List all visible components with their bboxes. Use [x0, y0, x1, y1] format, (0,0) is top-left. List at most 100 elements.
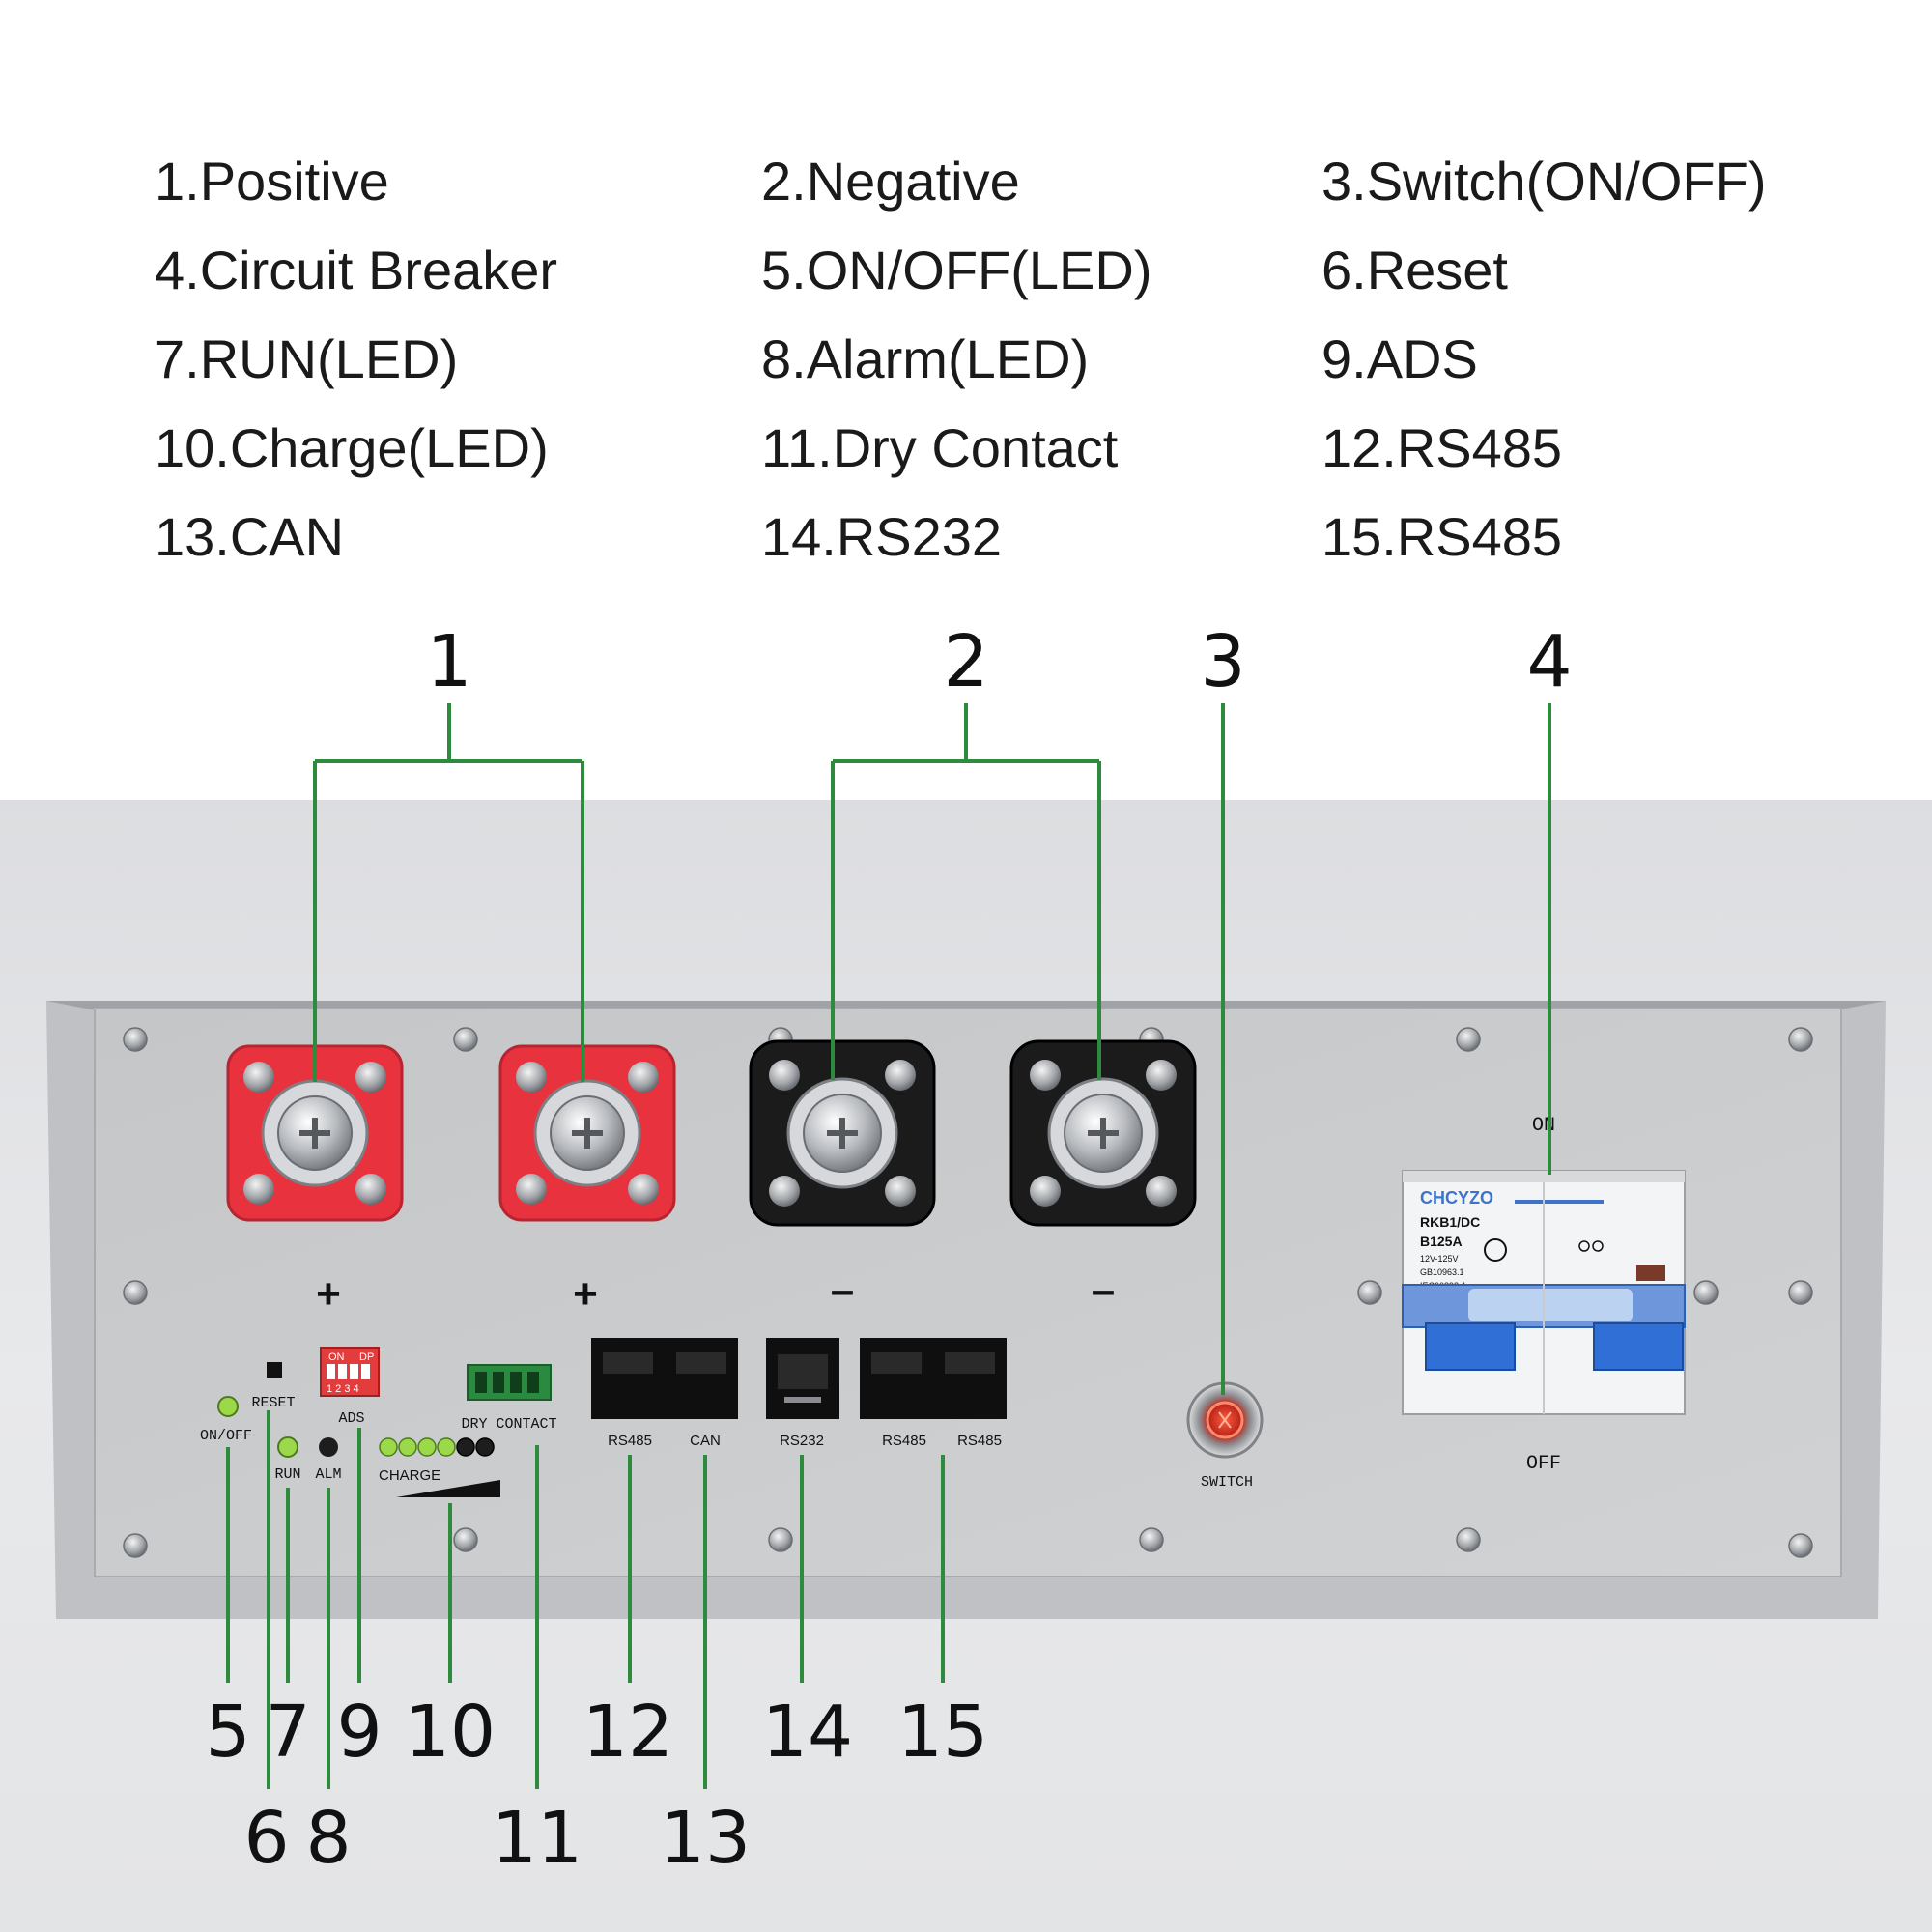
screw-icon	[769, 1176, 800, 1207]
callout-11: 11	[492, 1797, 582, 1880]
legend-item-rs485-2: 15.RS485	[1321, 506, 1563, 567]
legend-item-switch: 3.Switch(ON/OFF)	[1321, 151, 1767, 212]
reset-label: RESET	[251, 1395, 295, 1411]
legend-item-reset: 6.Reset	[1321, 240, 1508, 300]
charge-led	[437, 1437, 456, 1457]
breaker-brand: CHCYZO	[1420, 1188, 1493, 1208]
run-label: RUN	[274, 1466, 300, 1483]
run-led	[277, 1436, 298, 1458]
positive-terminal-2[interactable]	[498, 1044, 676, 1222]
panel-screw-icon	[1139, 1527, 1164, 1552]
polarity-plus-2: +	[573, 1270, 598, 1318]
charge-led	[417, 1437, 437, 1457]
legend-item-circuit-breaker: 4.Circuit Breaker	[155, 240, 558, 300]
port-rs485-b[interactable]	[860, 1338, 933, 1419]
on-off-led	[217, 1396, 239, 1417]
power-icon	[1218, 1411, 1232, 1429]
breaker-toggle-right[interactable]	[1593, 1322, 1684, 1371]
charge-ramp-icon	[396, 1480, 500, 1497]
callout-12: 12	[582, 1690, 673, 1774]
port-rs485-a[interactable]	[591, 1338, 665, 1419]
legend-item-run-led: 7.RUN(LED)	[155, 328, 459, 389]
port-rs485-c[interactable]	[933, 1338, 1007, 1419]
breaker-voltage: 12V-125V	[1420, 1254, 1459, 1264]
callout-3: 3	[1200, 620, 1245, 703]
screw-icon	[516, 1062, 547, 1093]
callout-15: 15	[897, 1690, 988, 1774]
charge-led	[379, 1437, 398, 1457]
polarity-minus-icon	[1592, 1240, 1604, 1252]
panel-screw-icon	[1693, 1280, 1719, 1305]
charge-label: CHARGE	[379, 1467, 440, 1484]
callout-1: 1	[426, 620, 471, 703]
panel-screw-icon	[123, 1280, 148, 1305]
dry-contact-label: DRY CONTACT	[461, 1416, 556, 1433]
screw-icon	[1030, 1060, 1061, 1091]
screw-icon	[355, 1062, 386, 1093]
screw-icon	[1146, 1060, 1177, 1091]
circuit-breaker[interactable]: CHCYZO RKB1/DC B125A 12V-125V GB10963.1 …	[1402, 1170, 1686, 1415]
callout-14: 14	[762, 1690, 853, 1774]
port-can[interactable]	[665, 1338, 738, 1419]
alm-label: ALM	[315, 1466, 341, 1483]
positive-terminal-1[interactable]	[226, 1044, 404, 1222]
charge-led	[475, 1437, 495, 1457]
screw-icon	[885, 1176, 916, 1207]
certification-mark-icon	[1484, 1238, 1507, 1262]
leader-line-1	[313, 703, 584, 1082]
negative-terminal-1[interactable]	[749, 1039, 936, 1227]
screw-icon	[769, 1060, 800, 1091]
leader-line-2	[831, 703, 1101, 1080]
switch-label: SWITCH	[1201, 1474, 1253, 1491]
screw-icon	[516, 1174, 547, 1205]
screw-icon	[628, 1062, 659, 1093]
screw-icon	[243, 1174, 274, 1205]
rs485-a-label: RS485	[608, 1433, 652, 1449]
legend-item-positive: 1.Positive	[155, 151, 389, 212]
negative-terminal-2[interactable]	[1009, 1039, 1197, 1227]
callout-2: 2	[943, 620, 988, 703]
alarm-led	[319, 1437, 338, 1457]
breaker-off-label: OFF	[1526, 1453, 1561, 1475]
port-rs232[interactable]	[766, 1338, 839, 1419]
dip-dp-label: DP	[359, 1351, 374, 1363]
panel-screw-icon	[123, 1027, 148, 1052]
callout-numbers: 1 2 3 4 5 6 7 8 9 10 11 12 13 14 15	[205, 620, 1572, 1880]
callout-4: 4	[1526, 620, 1572, 703]
legend-item-rs485: 12.RS485	[1321, 417, 1563, 478]
legend: 1.Positive 2.Negative 3.Switch(ON/OFF) 4…	[0, 0, 1932, 599]
screw-icon	[885, 1060, 916, 1091]
on-off-label: ON/OFF	[200, 1428, 252, 1444]
panel-screw-icon	[1456, 1527, 1481, 1552]
rs485-b-label: RS485	[882, 1433, 926, 1449]
legend-item-rs232: 14.RS232	[761, 506, 1003, 567]
legend-item-on-off-led: 5.ON/OFF(LED)	[761, 240, 1152, 300]
charge-led	[398, 1437, 417, 1457]
ads-dip-switch[interactable]: ON DP 1 2 3 4	[320, 1347, 380, 1397]
panel-screw-icon	[123, 1533, 148, 1558]
charge-leds	[379, 1437, 495, 1457]
breaker-standard-1: GB10963.1	[1420, 1267, 1464, 1277]
breaker-model: RKB1/DC	[1420, 1214, 1480, 1230]
screw-icon	[355, 1174, 386, 1205]
reset-button[interactable]	[267, 1362, 282, 1378]
panel-screw-icon	[1788, 1280, 1813, 1305]
legend-item-charge-led: 10.Charge(LED)	[155, 417, 549, 478]
dry-contact-terminal[interactable]	[467, 1364, 552, 1401]
legend-item-can: 13.CAN	[155, 506, 345, 567]
charge-led	[456, 1437, 475, 1457]
legend-item-ads: 9.ADS	[1321, 328, 1478, 389]
breaker-toggle-left[interactable]	[1425, 1322, 1516, 1371]
callout-8: 8	[305, 1797, 351, 1880]
polarity-plus-icon	[1578, 1240, 1590, 1252]
panel-screw-icon	[453, 1527, 478, 1552]
panel-screw-icon	[453, 1027, 478, 1052]
breaker-on-label: ON	[1532, 1115, 1555, 1137]
polarity-plus-1: +	[316, 1270, 341, 1318]
polarity-minus-1: –	[831, 1266, 854, 1314]
legend-item-dry-contact: 11.Dry Contact	[761, 417, 1119, 478]
callout-5: 5	[205, 1690, 250, 1774]
breaker-rating: B125A	[1420, 1234, 1463, 1249]
leader-lines	[226, 703, 1551, 1789]
